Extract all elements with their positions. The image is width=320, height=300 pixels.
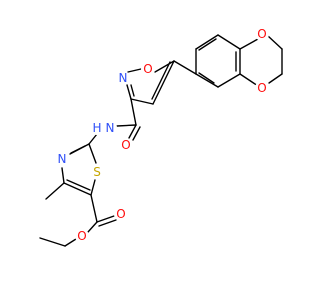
bond <box>87 221 98 233</box>
bond <box>217 34 241 50</box>
bond <box>154 60 175 73</box>
atom-h-amide: H <box>90 121 104 135</box>
atom-o-ester: O <box>75 229 89 243</box>
bond <box>267 35 283 50</box>
atom-o-isoxazole: O <box>141 62 155 76</box>
bond <box>63 182 92 196</box>
bond <box>130 98 154 105</box>
atom-label-layer: O O O N N H O N <box>55 27 269 243</box>
bond <box>195 73 219 88</box>
bond <box>64 238 77 247</box>
atom-o-dioxane-top: O <box>255 27 269 41</box>
bond <box>126 84 132 100</box>
atom-label-text: H <box>92 121 101 135</box>
bond <box>130 84 135 97</box>
atom-label-text: O <box>257 81 266 95</box>
bond <box>239 73 259 87</box>
atom-o-dioxane-bottom: O <box>255 81 269 95</box>
bond <box>239 38 259 50</box>
bond <box>217 73 241 88</box>
atom-label-text: O <box>121 138 130 152</box>
atom-label-text: N <box>58 152 67 166</box>
atom-label-text: S <box>93 165 101 179</box>
bond <box>90 194 98 223</box>
bond <box>61 167 65 184</box>
bond <box>268 73 283 84</box>
bond <box>130 98 137 126</box>
atom-n-isoxazole: N <box>116 71 130 85</box>
bond <box>152 60 175 105</box>
atom-n-amide: N <box>103 121 117 135</box>
bond <box>96 215 115 223</box>
atom-label-text: O <box>77 229 86 243</box>
atom-label-text: N <box>119 71 128 85</box>
bond <box>195 34 219 50</box>
bond <box>132 126 141 141</box>
bond <box>98 219 117 227</box>
bond <box>70 145 86 154</box>
atom-o-ester-carbonyl: O <box>114 207 128 221</box>
bond <box>66 179 91 191</box>
atom-label-text: N <box>106 121 115 135</box>
bond <box>39 237 66 247</box>
bond <box>198 38 217 51</box>
bond <box>127 68 142 73</box>
molecule-structure-diagram: O O O N N H O N <box>39 27 283 247</box>
bond <box>88 143 97 164</box>
bond <box>128 124 137 139</box>
bond <box>198 72 215 84</box>
bond <box>173 60 197 75</box>
atom-o-amide: O <box>119 138 133 152</box>
bond <box>45 182 65 200</box>
atom-s-thiazole: S <box>90 165 104 179</box>
atom-label-text: O <box>257 27 266 41</box>
bond <box>116 124 137 127</box>
atom-label-text: O <box>143 62 152 76</box>
atom-label-text: O <box>116 207 125 221</box>
bond <box>90 179 96 196</box>
atom-n-thiazole: N <box>55 152 69 166</box>
bond <box>151 61 171 100</box>
bond-layer <box>39 34 283 247</box>
